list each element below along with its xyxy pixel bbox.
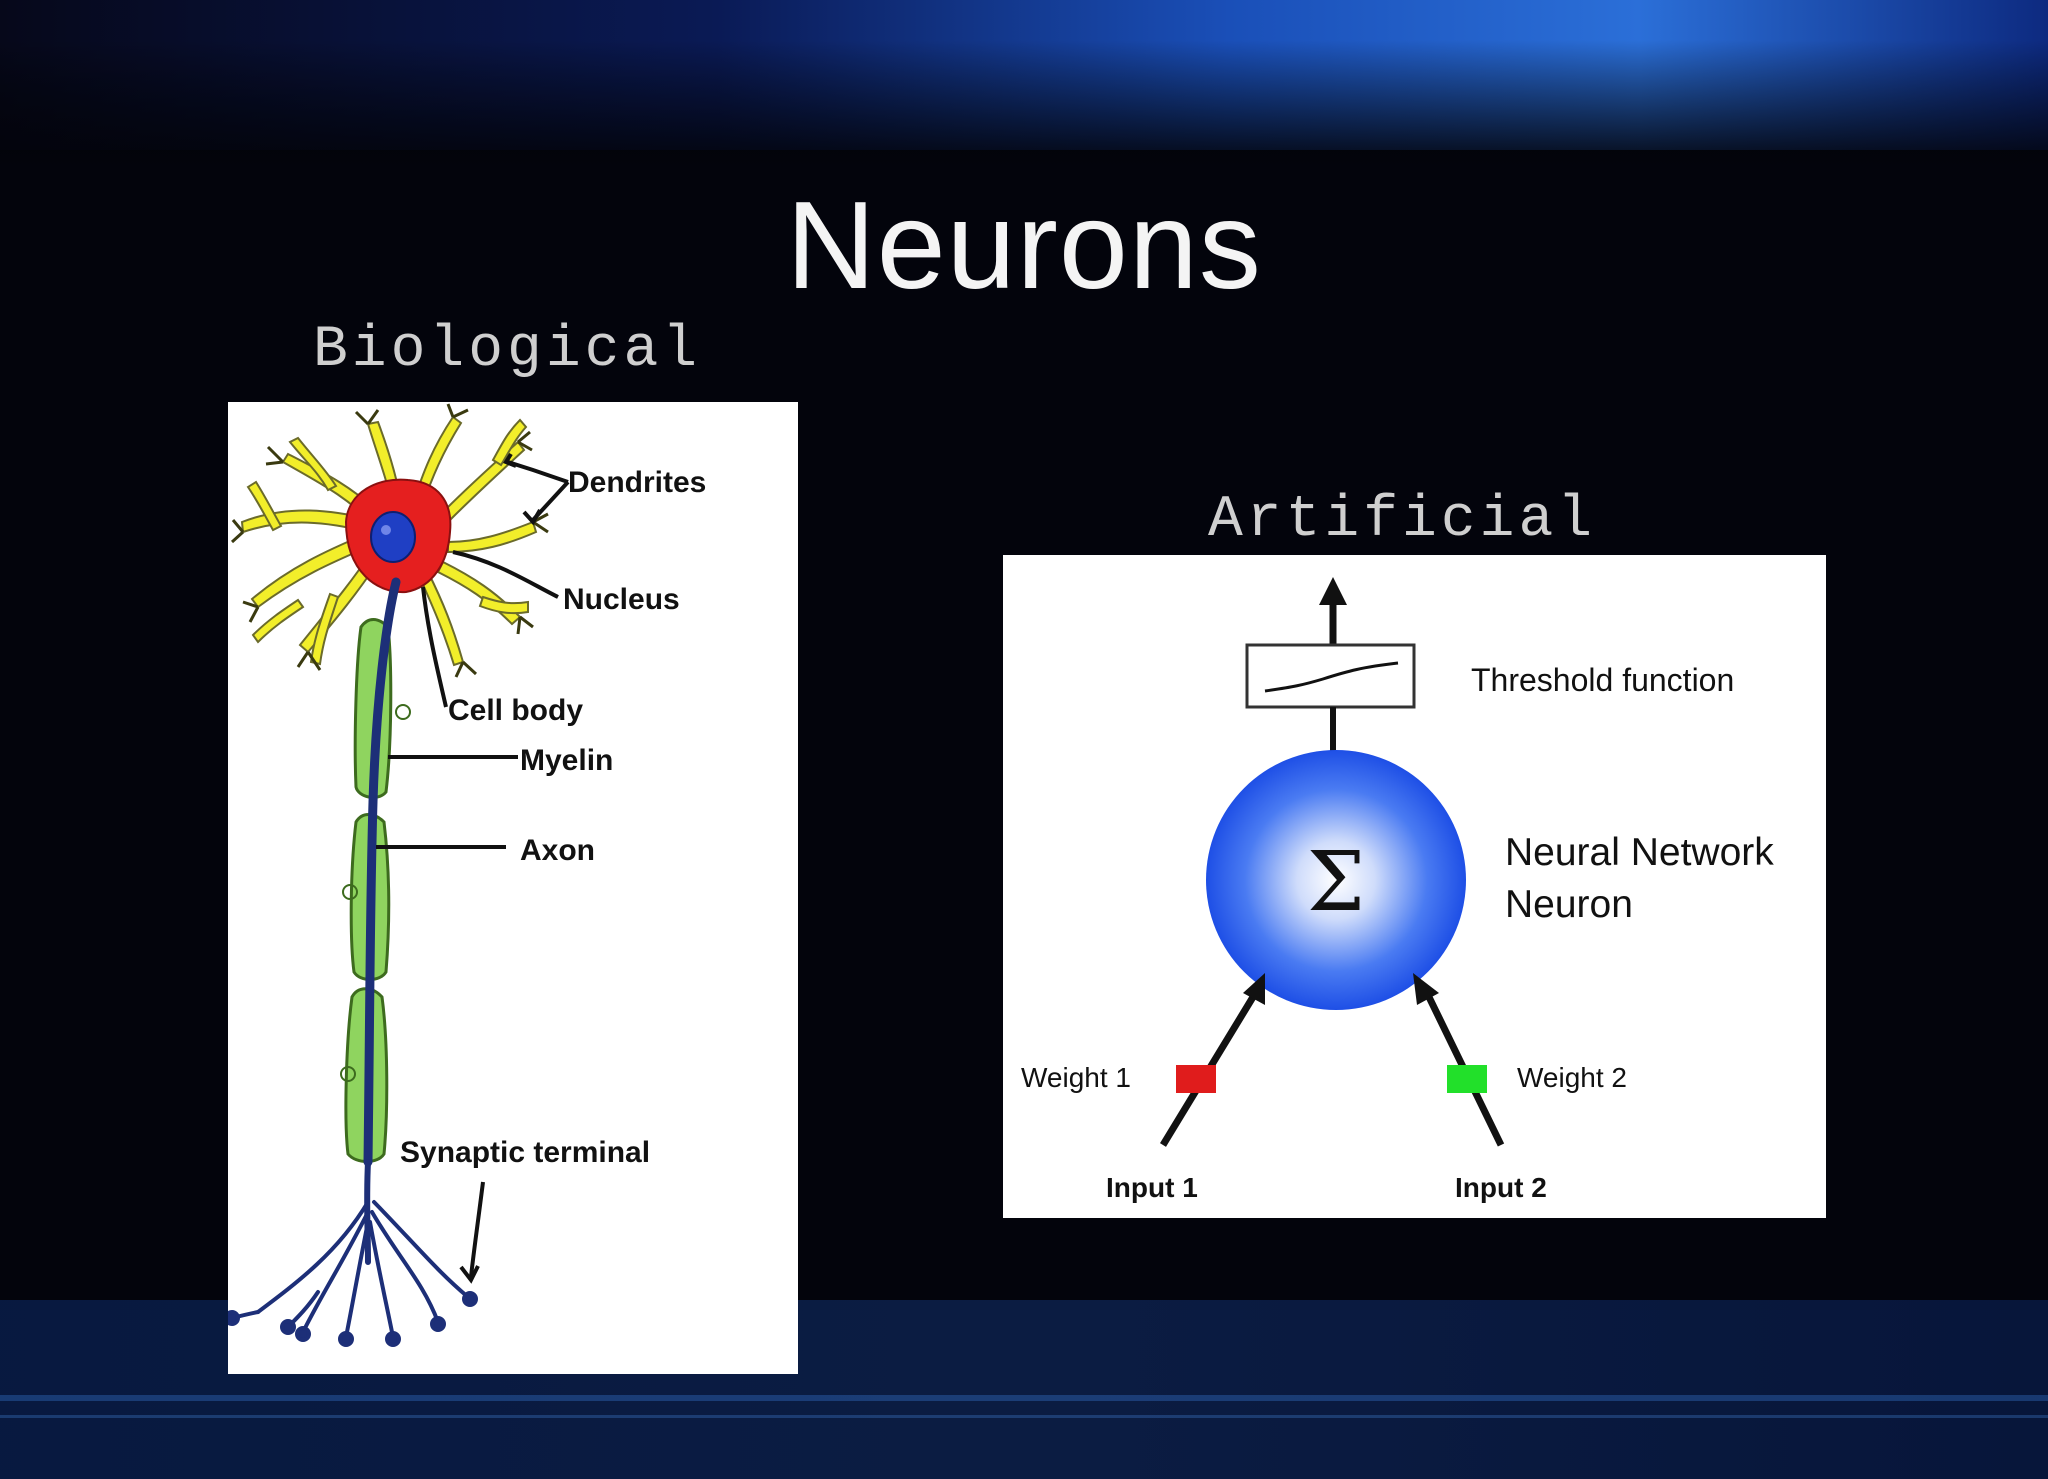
nodes (340, 704, 411, 1082)
label-weight-2: Weight 2 (1517, 1062, 1627, 1093)
label-weight-1: Weight 1 (1021, 1062, 1131, 1093)
label-threshold-function: Threshold function (1471, 662, 1734, 698)
neural-network-neuron (1206, 750, 1466, 1010)
weight-1-marker (1176, 1065, 1216, 1093)
biological-heading: Biological (313, 318, 702, 383)
threshold-function-box (1245, 643, 1416, 709)
label-synaptic-terminal: Synaptic terminal (400, 1136, 650, 1169)
sigma-symbol: Σ (1307, 835, 1365, 930)
label-neural-network: Neural Network (1505, 831, 1774, 874)
artificial-neuron-panel: Σ Threshold function Neural Network Neur… (1003, 555, 1826, 1218)
input-arrow-1 (1160, 973, 1265, 1147)
synaptic-terminals (228, 1200, 478, 1347)
label-axon: Axon (520, 834, 595, 867)
artificial-heading: Artificial (1208, 488, 1597, 553)
label-input-2: Input 2 (1455, 1172, 1547, 1203)
label-dendrites: Dendrites (568, 466, 706, 499)
label-myelin: Myelin (520, 744, 613, 777)
artificial-neuron-diagram: Σ Threshold function Neural Network Neur… (1021, 577, 1774, 1203)
label-cell-body: Cell body (448, 694, 583, 727)
nucleus (370, 511, 416, 563)
input-arrow-2 (1413, 973, 1505, 1147)
label-nucleus: Nucleus (563, 583, 680, 616)
slide-title: Neurons (786, 177, 1262, 315)
biological-neuron-diagram: Dendrites Nucleus Cell body Myelin Axon … (228, 403, 706, 1347)
biological-neuron-panel: Dendrites Nucleus Cell body Myelin Axon … (228, 402, 798, 1374)
dendrite-branches (230, 403, 549, 678)
label-input-1: Input 1 (1106, 1172, 1198, 1203)
output-arrow (1319, 577, 1347, 645)
label-neuron: Neuron (1505, 883, 1633, 926)
leader-lines (376, 452, 570, 1284)
weight-2-marker (1447, 1065, 1487, 1093)
